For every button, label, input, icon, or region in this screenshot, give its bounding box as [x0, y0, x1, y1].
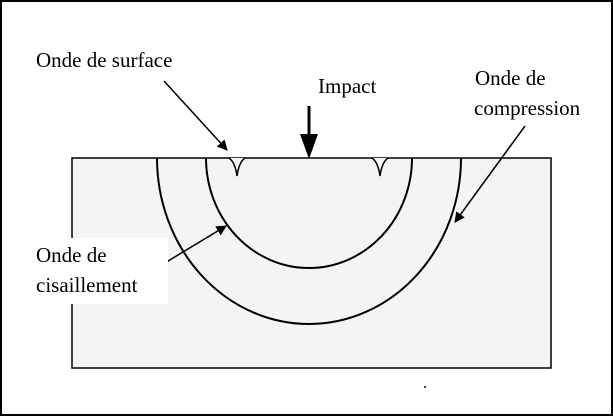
surface-wave-pointer	[164, 81, 227, 150]
compression-wave-label-line1: Onde de	[475, 66, 546, 90]
surface-wave-label: Onde de surface	[36, 48, 172, 72]
compression-wave-label-line2: compression	[474, 96, 581, 120]
shear-wave-label-line1: Onde de	[36, 243, 107, 267]
stray-dot	[424, 386, 426, 388]
impact-arrow-head	[300, 134, 318, 159]
impact-label: Impact	[318, 74, 376, 98]
shear-wave-label-line2: cisaillement	[36, 273, 138, 297]
